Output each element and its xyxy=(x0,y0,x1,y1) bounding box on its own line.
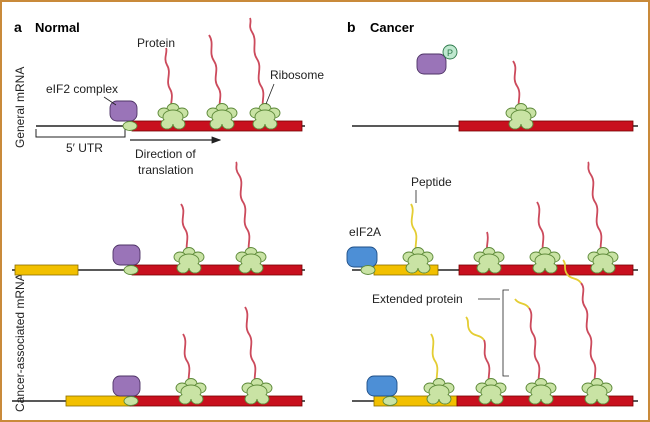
ribosome xyxy=(525,378,557,405)
ribosome xyxy=(402,247,434,274)
upstream-orf xyxy=(14,264,79,276)
ribosome xyxy=(175,378,207,405)
row-label-cancer: Cancer-associated mRNA xyxy=(13,273,27,412)
panel-a-title: Normal xyxy=(35,20,80,35)
ribosome xyxy=(473,247,505,274)
eif2-phosphorylated xyxy=(416,53,447,75)
coding-sequence xyxy=(129,395,303,407)
protein-chain xyxy=(249,17,266,114)
ribosome xyxy=(529,247,561,274)
protein-chain xyxy=(208,34,223,114)
phosphate-icon xyxy=(442,44,458,60)
small-subunit xyxy=(123,265,139,275)
phospho-label: P xyxy=(447,48,453,58)
eif2-complex-label: eIF2 complex xyxy=(46,82,118,96)
normal-cancer-mrna-2 xyxy=(12,306,305,407)
small-subunit xyxy=(360,265,376,275)
panel-a-letter: a xyxy=(14,19,22,35)
eif2-leader xyxy=(103,96,117,106)
ribosome xyxy=(249,103,281,130)
direction-label-line1: Direction of xyxy=(135,147,196,161)
panel-b-title: Cancer xyxy=(370,20,414,35)
row-label-general: General mRNA xyxy=(13,67,27,148)
ribosome-label: Ribosome xyxy=(270,68,324,82)
ribosome xyxy=(475,378,507,405)
peptide-extension xyxy=(465,316,485,341)
small-subunit xyxy=(123,396,139,406)
utr-label: 5′ UTR xyxy=(66,141,103,155)
coding-sequence xyxy=(458,120,634,132)
eif2-complex xyxy=(112,375,141,397)
ribosome xyxy=(587,247,619,274)
ribosome xyxy=(235,247,267,274)
ribosome xyxy=(505,103,537,130)
direction-label-line2: translation xyxy=(138,163,193,177)
peptide-label: Peptide xyxy=(411,175,452,189)
upstream-orf xyxy=(65,395,131,407)
protein-chain xyxy=(580,282,598,389)
extended-protein-label: Extended protein xyxy=(372,292,463,306)
eif2-complex xyxy=(109,100,138,122)
peptide-extension xyxy=(514,298,530,309)
protein-chain xyxy=(164,47,174,114)
eif2a-factor xyxy=(366,375,398,397)
protein-chain xyxy=(235,161,252,257)
eif2-complex xyxy=(112,244,141,266)
normal-general-mrna: 5′ UTR Direction of translation eIF2 com… xyxy=(35,17,324,177)
protein-chain xyxy=(244,306,258,389)
protein-chain xyxy=(587,161,604,257)
extended-protein-bracket xyxy=(502,289,509,377)
protein-chain xyxy=(528,307,542,389)
ribosome xyxy=(157,103,189,130)
panel-b-letter: b xyxy=(347,19,356,35)
cancer-cancer-mrna-1: eIF2A Peptide xyxy=(346,161,638,276)
coding-sequence xyxy=(131,264,303,276)
eif2a-label: eIF2A xyxy=(349,225,381,239)
utr-bracket xyxy=(35,129,126,138)
small-subunit xyxy=(122,121,138,131)
cancer-cancer-mrna-2: Extended protein xyxy=(352,259,638,407)
ribosome xyxy=(173,247,205,274)
cancer-general-mrna: P xyxy=(352,44,638,132)
protein-label: Protein xyxy=(137,36,175,50)
ribosome xyxy=(241,378,273,405)
ribosome-leader xyxy=(265,83,275,105)
ribosome xyxy=(206,103,238,130)
eif2a-factor xyxy=(346,246,378,268)
ribosome xyxy=(581,378,613,405)
normal-cancer-mrna-1 xyxy=(12,161,305,276)
peptide-extension xyxy=(562,259,582,284)
small-subunit xyxy=(382,396,398,406)
ribosome xyxy=(423,378,455,405)
